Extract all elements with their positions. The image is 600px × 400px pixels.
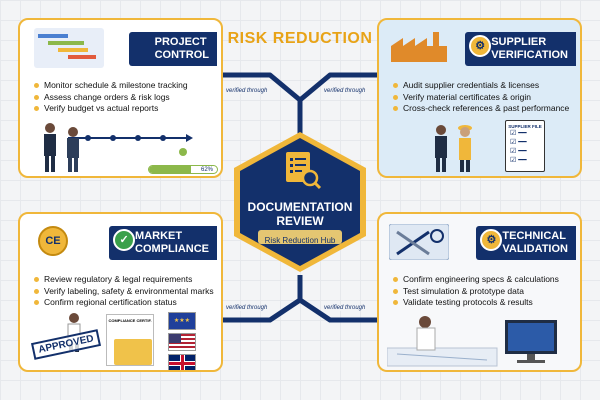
supplier-file-clipboard: SUPPLIER FILE ☑ ━━☑ ━━☑ ━━☑ ━━ bbox=[505, 120, 545, 172]
progress-bar: 62% bbox=[148, 165, 218, 174]
progress-label: 62% bbox=[200, 167, 213, 173]
card-title: PROJECT CONTROL bbox=[128, 32, 217, 66]
connector-label: verified through bbox=[224, 305, 270, 311]
list-item: Monitor schedule & milestone tracking bbox=[34, 80, 215, 92]
list-item: Review regulatory & legal requirements bbox=[34, 274, 215, 286]
eu-flag-icon: ★★★ bbox=[168, 312, 196, 330]
connector-label: verified through bbox=[322, 305, 368, 311]
list-item: Validate testing protocols & results bbox=[393, 297, 574, 309]
inspectors-illustration bbox=[435, 125, 472, 172]
connector-market bbox=[220, 275, 303, 323]
progress-fill bbox=[149, 166, 192, 173]
card-title: ✓ MARKET COMPLIANCE bbox=[109, 226, 217, 260]
list-item: Test simulation & prototype data bbox=[393, 286, 574, 298]
connector-technical bbox=[297, 275, 385, 323]
list-item: Verify labeling, safety & environmental … bbox=[34, 286, 215, 298]
list-item: Confirm regional certification status bbox=[34, 297, 215, 309]
list-item: Assess change orders & risk logs bbox=[34, 92, 215, 104]
card-technical-validation: ⚙ TECHNICAL VALIDATION Confirm engineeri… bbox=[377, 212, 582, 372]
people-timeline-illustration bbox=[44, 123, 193, 172]
factory-icon bbox=[391, 32, 447, 62]
list-item: Verify budget vs actual reports bbox=[34, 103, 215, 115]
hub-subtitle: Risk Reduction Hub bbox=[264, 236, 336, 245]
card-title: ⚙ TECHNICAL VALIDATION bbox=[476, 226, 576, 260]
hub-title: DOCUMENTATION REVIEW bbox=[247, 200, 353, 228]
connector-project bbox=[220, 72, 303, 135]
list-item: Verify material certificates & origin bbox=[393, 92, 574, 104]
hub-hexagon bbox=[234, 132, 366, 272]
blueprint-tools-icon bbox=[389, 224, 449, 260]
factory-badge-icon: ⚙ bbox=[469, 35, 492, 57]
gear-icon: ⚙ bbox=[480, 229, 503, 251]
bullet-list: Review regulatory & legal requirements V… bbox=[34, 274, 215, 309]
connector-label: verified through bbox=[224, 88, 270, 94]
bullet-list: Monitor schedule & milestone tracking As… bbox=[34, 80, 215, 115]
card-supplier-verification: ⚙ SUPPLIER VERIFICATION Audit supplier c… bbox=[377, 18, 582, 178]
us-flag-icon bbox=[168, 333, 196, 351]
checkmark-icon: ✓ bbox=[113, 229, 136, 251]
engineer-desk-illustration bbox=[387, 316, 557, 367]
list-item: Cross-check references & past performanc… bbox=[393, 103, 574, 115]
connector-supplier bbox=[297, 72, 385, 135]
folder-icon bbox=[114, 339, 152, 365]
document-search-icon bbox=[286, 152, 322, 190]
uk-flag-icon bbox=[168, 354, 196, 370]
card-project-control: PROJECT CONTROL Monitor schedule & miles… bbox=[18, 18, 223, 178]
connector-label: verified through bbox=[322, 88, 368, 94]
list-item: Confirm engineering specs & calculations bbox=[393, 274, 574, 286]
bullet-list: Confirm engineering specs & calculations… bbox=[393, 274, 574, 309]
page-title: RISK REDUCTION bbox=[227, 30, 373, 47]
list-item: Audit supplier credentials & licenses bbox=[393, 80, 574, 92]
ce-badge-icon: CE bbox=[38, 226, 68, 256]
checkbox-icons: ☑ ━━☑ ━━☑ ━━☑ ━━ bbox=[510, 130, 527, 164]
gantt-chart-icon bbox=[34, 28, 104, 68]
card-market-compliance: CE ✓ MARKET COMPLIANCE Review regulatory… bbox=[18, 212, 223, 372]
card-title: ⚙ SUPPLIER VERIFICATION bbox=[465, 32, 576, 66]
bullet-list: Audit supplier credentials & licenses Ve… bbox=[393, 80, 574, 115]
